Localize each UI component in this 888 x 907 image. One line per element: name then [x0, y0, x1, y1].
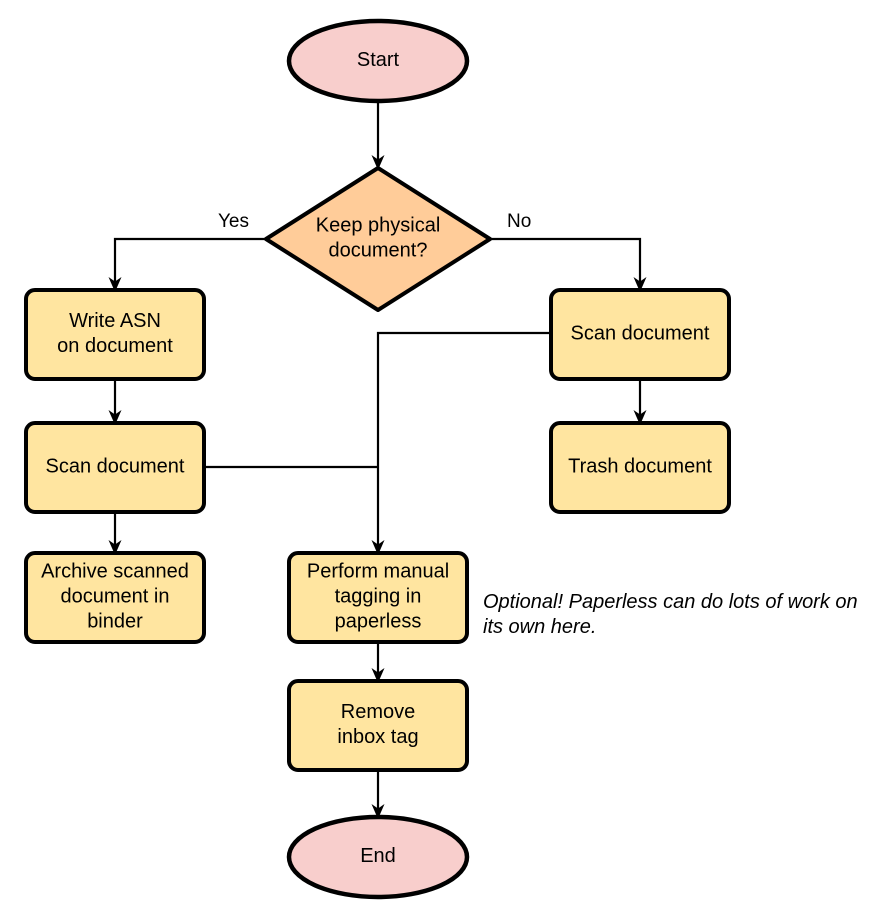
node-label: Write ASN on document	[57, 310, 173, 357]
node-label-line: inbox tag	[337, 726, 418, 748]
node-shape-rect[interactable]	[24, 288, 206, 381]
node-trash[interactable]: Trash document	[549, 421, 731, 514]
edge-e-scan-left-archive	[108, 512, 122, 555]
edge-e-start-decision	[371, 101, 385, 170]
node-label-line: Keep physical	[316, 215, 441, 237]
node-label: Perform manual tagging in paperless	[307, 561, 449, 633]
node-label-line: Scan document	[571, 323, 710, 345]
node-write-asn[interactable]: Write ASN on document	[24, 288, 206, 381]
node-label-line: Scan document	[46, 456, 185, 478]
node-shape-rect[interactable]	[549, 288, 731, 381]
node-shape-rect[interactable]	[287, 551, 469, 644]
edge-e-decision-scan-right	[490, 237, 647, 292]
node-label: Scan document	[571, 323, 710, 345]
node-label: Archive scanned document in binder	[41, 561, 189, 633]
node-scan-left[interactable]: Scan document	[24, 421, 206, 514]
arrowhead-icon	[371, 155, 385, 170]
node-label-line: Archive scanned	[41, 561, 189, 583]
arrowhead-icon	[108, 277, 122, 292]
note-line: Optional! Paperless can do lots of work …	[483, 591, 858, 613]
node-label: Keep physical document?	[316, 215, 441, 262]
node-label-line: document in	[61, 586, 170, 608]
node-label-line: Trash document	[568, 456, 712, 478]
node-label: Trash document	[568, 456, 712, 478]
node-label-line: End	[360, 845, 396, 867]
node-label-line: tagging in	[335, 586, 422, 608]
arrowhead-icon	[108, 540, 122, 555]
edges-layer	[108, 101, 647, 819]
edge-label-label-yes: Yes	[218, 211, 249, 232]
edge-e-write-asn-scan-left	[108, 379, 122, 425]
node-label-line: paperless	[335, 611, 422, 633]
node-remove-inbox-tag[interactable]: Remove inbox tag	[287, 679, 469, 772]
edge-e-scan-right-tagging	[371, 331, 551, 555]
edge-path	[490, 237, 642, 284]
arrowhead-icon	[371, 540, 385, 555]
node-label-line: Remove	[341, 701, 415, 723]
edge-e-decision-write-asn	[108, 237, 266, 292]
edge-label-label-no: No	[507, 211, 531, 232]
node-label-line: Write ASN	[69, 310, 161, 332]
node-shape-rect[interactable]	[24, 421, 206, 514]
node-label: Remove inbox tag	[337, 701, 418, 748]
node-scan-right[interactable]: Scan document	[549, 288, 731, 381]
node-keep-physical[interactable]: Keep physical document?	[264, 166, 492, 312]
node-label: End	[360, 845, 396, 867]
note-line: its own here.	[483, 616, 596, 638]
arrowhead-icon	[108, 410, 122, 425]
edge-e-tagging-remove	[371, 642, 385, 683]
arrowhead-icon	[371, 804, 385, 819]
arrowhead-icon	[633, 410, 647, 425]
node-shape-diamond[interactable]	[264, 166, 492, 312]
edge-path	[376, 331, 551, 547]
edge-e-remove-end	[371, 770, 385, 819]
arrowhead-icon	[371, 668, 385, 683]
arrowhead-icon	[633, 277, 647, 292]
node-label-line: on document	[57, 335, 173, 357]
node-start[interactable]: Start	[286, 18, 470, 104]
note-optional-note: Optional! Paperless can do lots of work …	[483, 591, 858, 638]
node-shape-rect[interactable]	[24, 551, 206, 644]
notes-layer: Optional! Paperless can do lots of work …	[483, 591, 858, 638]
node-label-line: Start	[357, 49, 400, 71]
node-label-line: binder	[87, 611, 143, 633]
node-shape-ellipse[interactable]	[286, 814, 470, 900]
edge-path	[113, 237, 266, 284]
node-shape-ellipse[interactable]	[286, 18, 470, 104]
node-end[interactable]: End	[286, 814, 470, 900]
node-manual-tagging[interactable]: Perform manual tagging in paperless	[287, 551, 469, 644]
node-shape-rect[interactable]	[287, 679, 469, 772]
node-label-line: document?	[329, 240, 428, 262]
edge-e-scan-right-trash	[633, 379, 647, 425]
node-label: Start	[357, 49, 400, 71]
node-label-line: Perform manual	[307, 561, 449, 583]
node-shape-rect[interactable]	[549, 421, 731, 514]
node-archive-binder[interactable]: Archive scanned document in binder	[24, 551, 206, 644]
node-label: Scan document	[46, 456, 185, 478]
edge-labels-layer: Yes No	[218, 211, 531, 232]
